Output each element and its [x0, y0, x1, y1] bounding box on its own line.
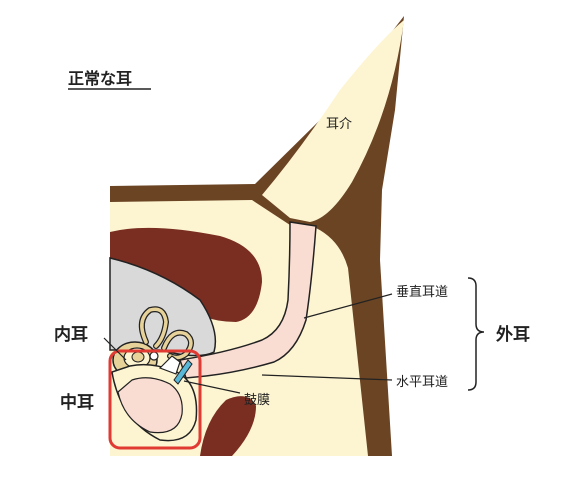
- eardrum: [173, 359, 193, 385]
- middle-ear-cavity: [117, 377, 183, 434]
- leader-horizontal-canal: [261, 374, 393, 381]
- middle-inner-ear-highlight: [108, 349, 202, 450]
- semicircular-canal-fill: [140, 307, 168, 348]
- outer-ear-bracket: [467, 277, 485, 391]
- label-pinna: 耳介: [326, 117, 352, 132]
- ear-canal: [179, 221, 317, 379]
- pinna: [262, 20, 404, 222]
- leader-vertical-canal: [303, 293, 393, 319]
- muscle-lower: [200, 396, 256, 456]
- label-middle-ear: 中耳: [60, 392, 94, 413]
- ossicles: [158, 355, 181, 375]
- diagram-title: 正常な耳: [68, 69, 132, 88]
- label-outer-ear: 外耳: [496, 324, 530, 345]
- label-inner-ear: 内耳: [54, 324, 88, 345]
- label-vertical-canal: 垂直耳道: [396, 285, 448, 300]
- muscle-upper: [110, 227, 262, 322]
- leader-eardrum: [183, 380, 241, 394]
- label-eardrum: 鼓膜: [244, 393, 270, 408]
- semicircular-canal-2-fill: [162, 330, 193, 360]
- leader-inner-ear: [103, 337, 127, 361]
- label-horizontal-canal: 水平耳道: [396, 375, 448, 390]
- cheek-tissue: [290, 228, 368, 456]
